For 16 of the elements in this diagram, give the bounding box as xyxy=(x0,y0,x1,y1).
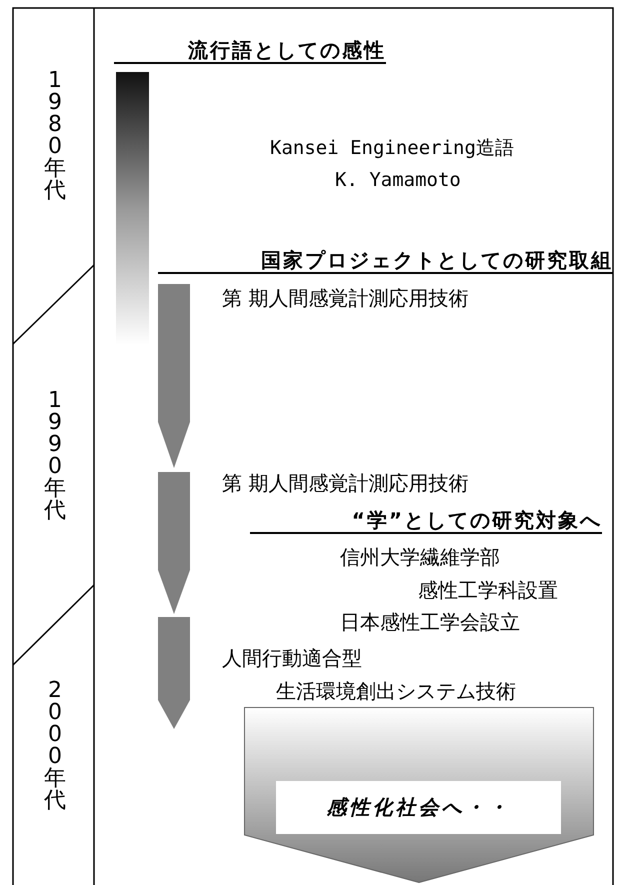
milestone-text: 日本感性工学会設立 xyxy=(340,610,520,634)
era-label: 1980年代 xyxy=(43,70,67,202)
section-heading: “学”としての研究対象へ xyxy=(250,508,602,534)
note-text: K. Yamamoto xyxy=(335,168,461,192)
note-text: Kansei Engineering造語 xyxy=(270,136,514,160)
milestone-text: 第 期人間感覚計測応用技術 xyxy=(222,471,468,495)
section-heading: 国家プロジェクトとしての研究取組 xyxy=(158,248,613,274)
milestone-text: 第 期人間感覚計測応用技術 xyxy=(222,286,468,310)
milestone-text: 生活環境創出システム技術 xyxy=(276,679,516,703)
banner-text: 感性化社会へ・・ xyxy=(276,781,561,834)
era-label: 1990年代 xyxy=(43,390,67,522)
milestone-text: 人間行動適合型 xyxy=(222,646,362,670)
milestone-text: 感性工学科設置 xyxy=(418,578,558,602)
era-label: 2000年代 xyxy=(43,680,67,812)
milestone-text: 信州大学繊維学部 xyxy=(340,545,500,569)
section-heading: 流行語としての感性 xyxy=(114,38,386,64)
